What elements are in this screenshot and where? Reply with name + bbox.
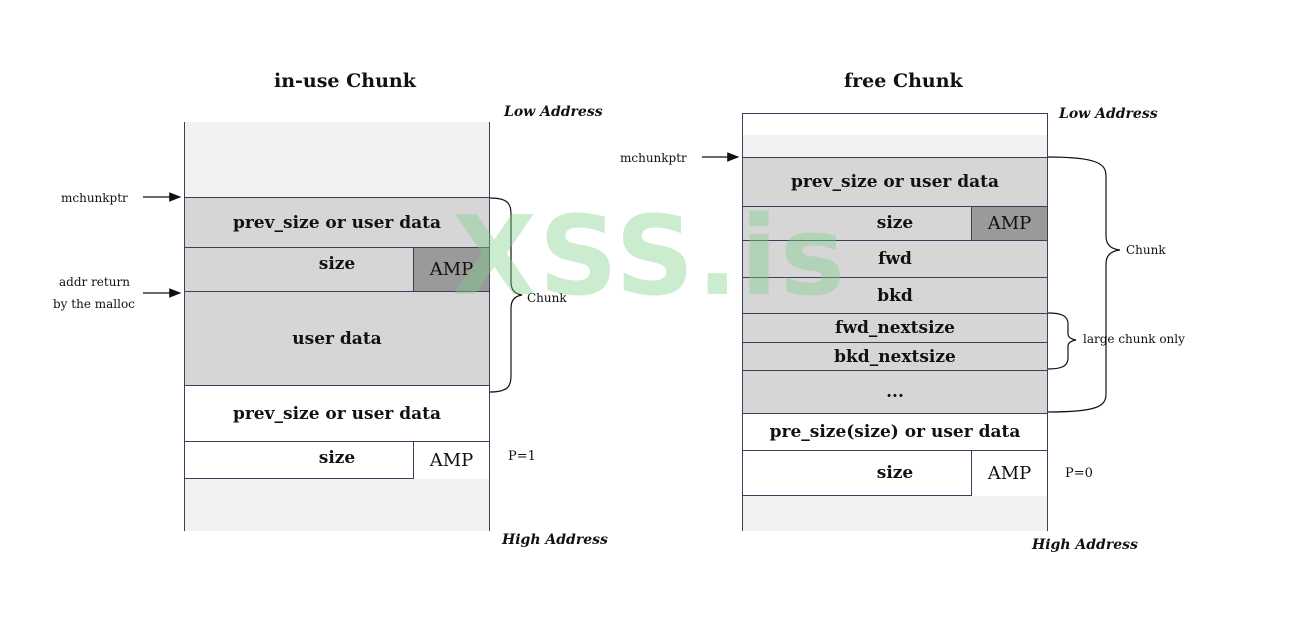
right-prev-size-row: prev_size or user data xyxy=(743,157,1047,206)
left-mchunkptr-label: mchunkptr xyxy=(61,191,128,205)
left-high-address-label: High Address xyxy=(502,532,608,548)
right-next-amp-flags: AMP xyxy=(971,451,1047,496)
right-fwd-nextsize-row: fwd_nextsize xyxy=(743,313,1047,342)
right-size-label: size xyxy=(876,213,914,233)
left-low-address-label: Low Address xyxy=(504,104,603,120)
left-chunk-label: Chunk xyxy=(527,291,567,305)
right-size-row: size AMP xyxy=(743,206,1047,240)
free-chunk-column: prev_size or user data size AMP fwd bkd … xyxy=(742,113,1048,531)
in-use-chunk-title: in-use Chunk xyxy=(274,70,416,92)
right-ellipsis-row: ... xyxy=(743,370,1047,413)
left-next-size-label: size xyxy=(318,448,356,468)
right-fwd-row: fwd xyxy=(743,240,1047,277)
right-bkd-nextsize-row: bkd_nextsize xyxy=(743,342,1047,370)
left-p-flag-label: P=1 xyxy=(508,449,536,464)
right-top-blank xyxy=(743,114,1047,135)
right-next-size-row: size AMP xyxy=(743,450,1047,496)
xss-watermark: XSS.is xyxy=(452,192,848,320)
left-next-amp-flags: AMP xyxy=(413,442,489,479)
right-mchunkptr-label: mchunkptr xyxy=(620,151,687,165)
right-p-flag-label: P=0 xyxy=(1065,466,1093,481)
right-high-address-label: High Address xyxy=(1032,537,1138,553)
right-chunk-brace xyxy=(1047,156,1121,413)
large-chunk-only-label: large chunk only xyxy=(1083,332,1185,346)
left-next-size-row: size AMP xyxy=(185,441,489,479)
right-chunk-label: Chunk xyxy=(1126,243,1166,257)
addr-return-label-line2: by the malloc xyxy=(53,297,135,311)
right-next-size-label: size xyxy=(876,463,914,483)
large-chunk-brace xyxy=(1047,312,1077,370)
free-chunk-title: free Chunk xyxy=(844,70,963,92)
left-next-prev-size-row: prev_size or user data xyxy=(185,385,489,441)
right-bkd-row: bkd xyxy=(743,277,1047,313)
left-size-label: size xyxy=(318,254,356,274)
in-use-chunk-column: prev_size or user data size AMP user dat… xyxy=(184,122,490,531)
right-low-address-label: Low Address xyxy=(1059,106,1158,122)
left-amp-flags: AMP xyxy=(413,248,489,291)
left-user-data-row: user data xyxy=(185,291,489,385)
addr-return-label-line1: addr return xyxy=(59,275,130,289)
right-next-prev-size-row: pre_size(size) or user data xyxy=(743,413,1047,450)
left-size-row: size AMP xyxy=(185,247,489,291)
right-amp-flags: AMP xyxy=(971,207,1047,240)
left-prev-size-row: prev_size or user data xyxy=(185,197,489,247)
left-chunk-brace xyxy=(489,197,523,393)
